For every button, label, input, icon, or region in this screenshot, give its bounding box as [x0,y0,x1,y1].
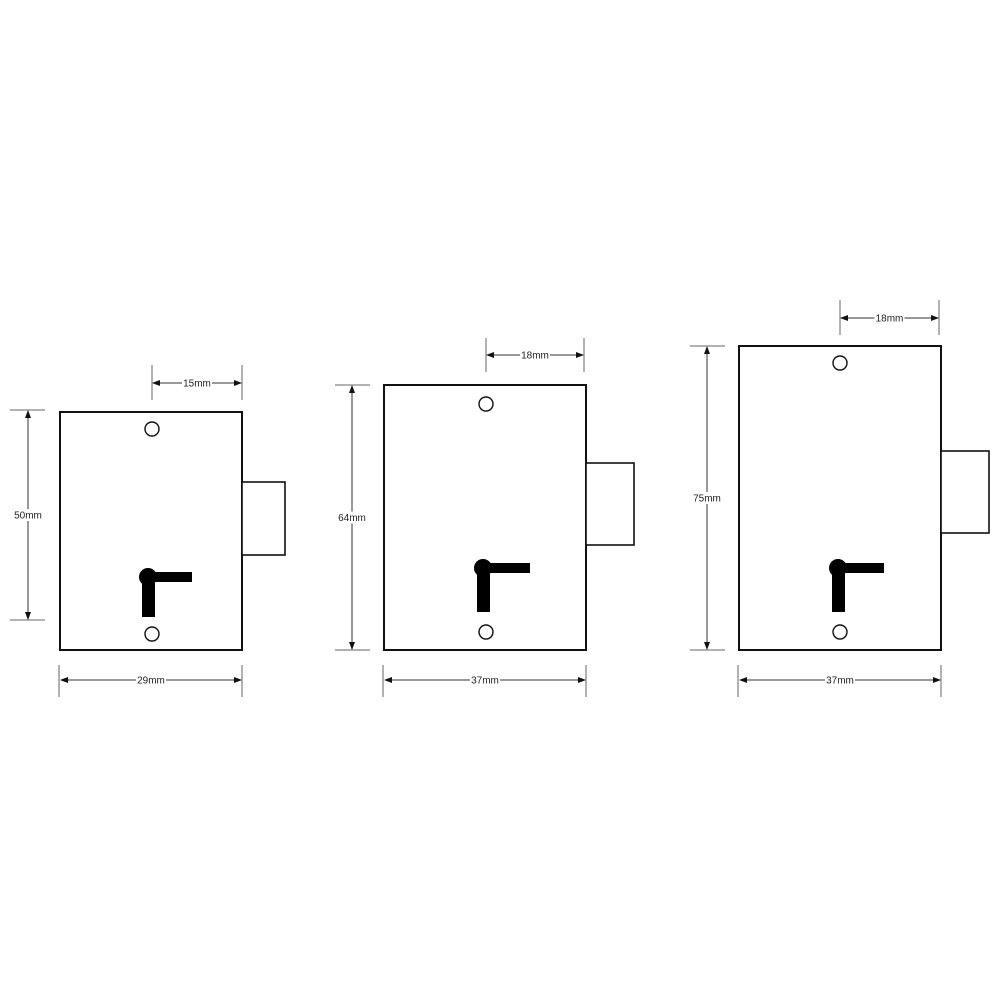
screw-hole-bottom-icon [832,624,848,640]
screw-hole-top-icon [832,355,848,371]
backset-label: 18mm [876,314,904,325]
height-dimension: 50mm [10,409,45,621]
backset-dimension: 15mm [151,365,243,400]
backset-dimension: 18mm [485,338,585,372]
lock-bolt [241,481,286,556]
lock-small: 29mm 50mm 15mm [10,365,286,697]
width-dimension: 37mm [382,665,587,697]
lock-bolt [940,450,990,534]
height-label: 50mm [14,511,42,522]
width-label: 29mm [137,676,165,687]
width-dimension: 29mm [58,665,243,697]
keyhole-icon [139,568,192,617]
width-dimension: 37mm [737,665,942,697]
backset-label-bg [520,349,550,361]
backset-label-bg [182,377,212,389]
lock-medium: 37mm 64mm 18mm [335,338,635,697]
height-label: 64mm [338,513,366,524]
height-label-bg [13,509,43,521]
backset-label-bg [874,312,905,324]
height-dimension: 64mm [335,384,370,651]
width-label: 37mm [471,676,499,687]
backset-dimension: 18mm [839,300,940,335]
screw-hole-bottom-icon [144,626,160,642]
backset-label: 18mm [521,351,549,362]
lock-bolt [585,462,635,546]
width-label: 37mm [826,676,854,687]
backset-label: 15mm [183,379,211,390]
screw-hole-top-icon [144,421,160,437]
height-label: 75mm [693,494,721,505]
keyhole-icon [829,559,884,612]
screw-hole-bottom-icon [478,624,494,640]
width-label-bg [470,674,500,686]
width-label-bg [825,674,855,686]
screw-hole-top-icon [478,396,494,412]
keyhole-icon [474,559,530,612]
height-label-bg [692,492,722,504]
height-dimension: 75mm [690,345,725,651]
lock-large: 37mm 75mm 18mm [690,300,990,697]
height-label-bg [337,511,367,524]
width-label-bg [136,674,166,686]
